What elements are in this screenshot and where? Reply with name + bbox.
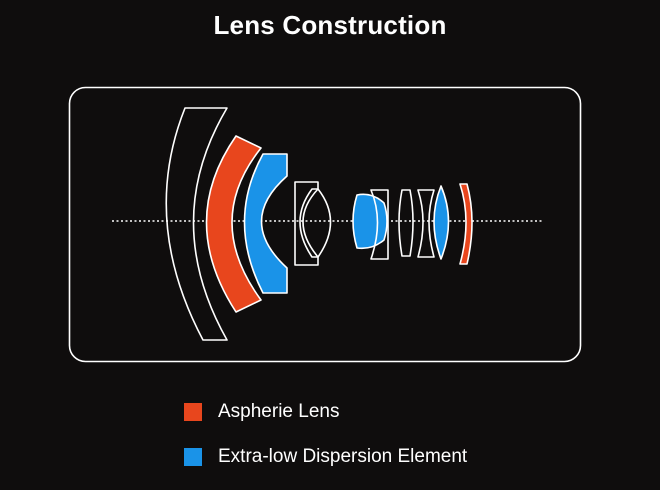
lens-element-9 xyxy=(417,189,435,258)
lens-element-7 xyxy=(370,189,389,260)
lens-element-2-aspherical xyxy=(205,135,262,313)
lens-element-11-aspherical xyxy=(459,183,473,265)
blue-square-swatch-icon xyxy=(184,448,202,466)
orange-square-swatch-icon xyxy=(184,403,202,421)
diagram-frame xyxy=(68,86,582,363)
lens-element-10-ed xyxy=(433,185,450,260)
lens-element-4 xyxy=(294,181,319,266)
lens-element-6-ed xyxy=(352,193,388,250)
lens-element-1 xyxy=(165,107,228,341)
legend-item-ed: Extra-low Dispersion Element xyxy=(184,446,467,468)
legend-label: Extra-low Dispersion Element xyxy=(218,446,468,467)
legend-label: Aspherie Lens xyxy=(218,401,340,422)
legend-item-aspherical: Aspherie Lens xyxy=(184,401,339,423)
lens-element-3-ed xyxy=(243,153,288,294)
lens-element-8 xyxy=(398,189,414,257)
lens-element-5 xyxy=(299,188,332,258)
page-title: Lens Construction xyxy=(213,10,447,40)
